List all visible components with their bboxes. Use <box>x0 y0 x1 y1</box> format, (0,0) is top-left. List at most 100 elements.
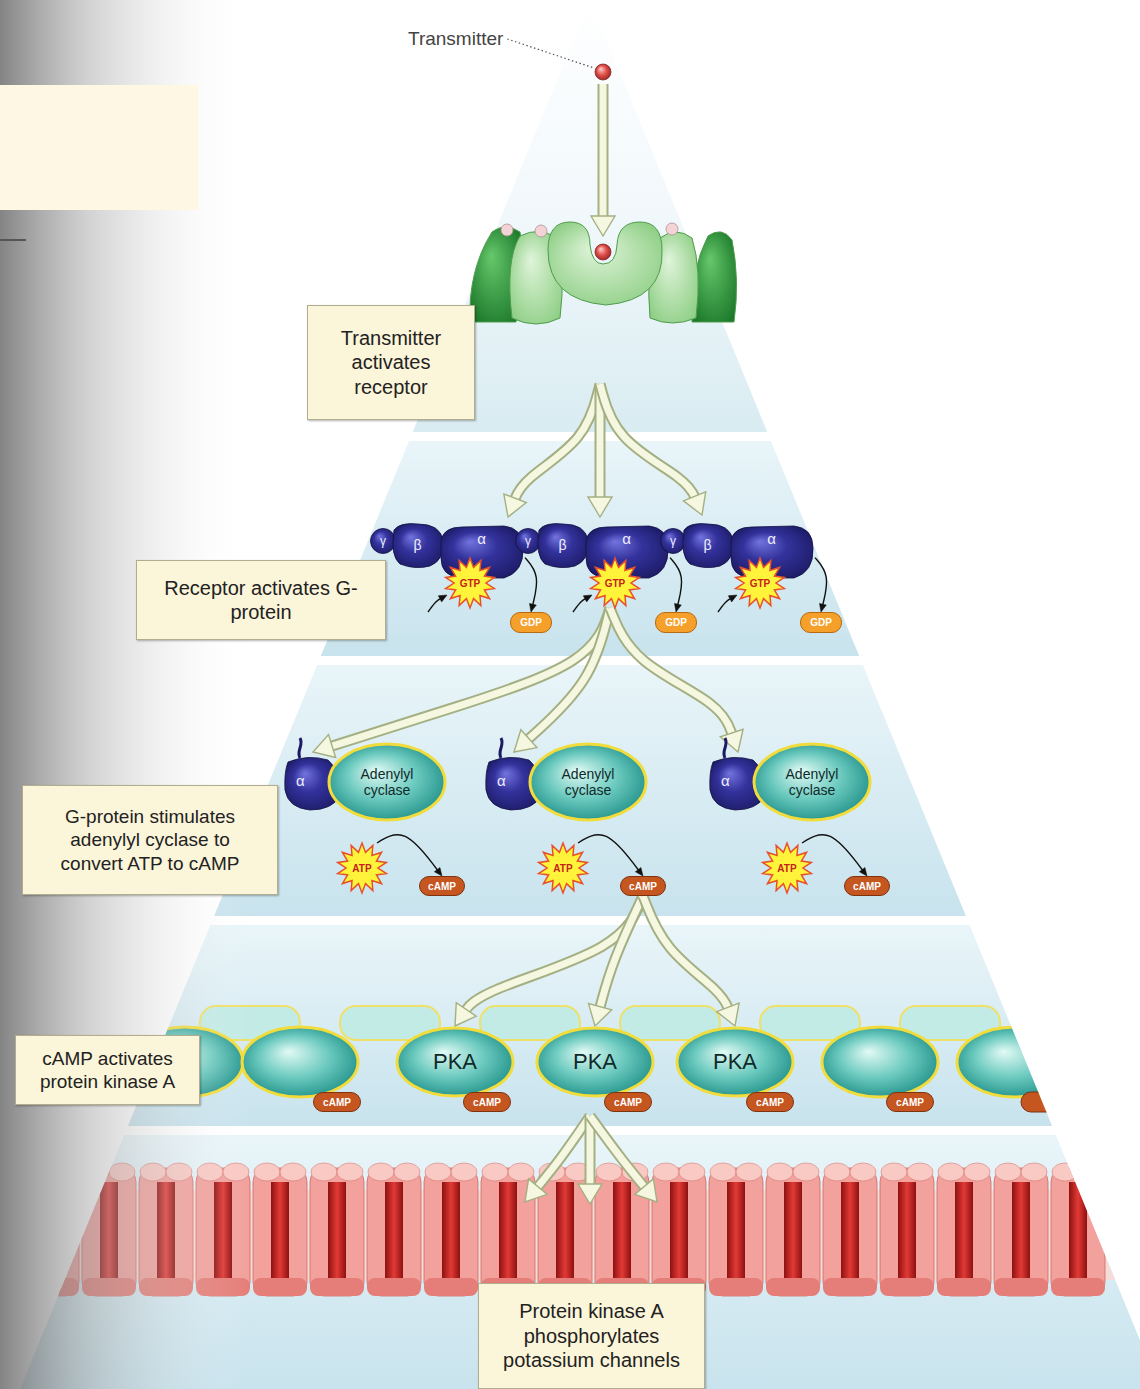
reaction-arrow <box>802 835 867 876</box>
gdp-tag: GDP <box>800 612 842 633</box>
page-gutter <box>0 0 250 1389</box>
channel-top <box>337 1163 363 1181</box>
leader-line <box>507 39 594 68</box>
arrow-outline <box>463 896 643 1014</box>
arrow-outline <box>513 384 600 503</box>
channel-pore <box>613 1182 631 1294</box>
node-label: Transmitter activates receptor <box>316 326 466 399</box>
channel-top <box>964 1163 990 1181</box>
gtp-entry-arrow <box>573 595 592 612</box>
inactive-kinase <box>1025 1006 1125 1040</box>
channel-base <box>994 1278 1048 1296</box>
arrow-outline <box>428 598 442 612</box>
channel-top <box>311 1163 337 1181</box>
potassium-channel <box>367 1163 421 1296</box>
reaction-arrow <box>377 835 442 876</box>
channel-pore <box>898 1182 916 1294</box>
channel-pore <box>1012 1182 1030 1294</box>
arrow-outline <box>802 835 863 872</box>
node-label: α <box>767 530 776 547</box>
channel-pore <box>271 1182 289 1294</box>
node-label: GTP <box>605 578 626 589</box>
channel-base <box>766 1278 820 1296</box>
arrow-body <box>463 896 643 1014</box>
node-label: ATP <box>352 863 371 874</box>
node-label: cAMP activates protein kinase A <box>25 1047 190 1093</box>
gamma-subunit: γ <box>660 528 686 554</box>
lipid-anchor <box>500 738 502 758</box>
arrow-head <box>683 492 705 515</box>
gdp-tag: GDP <box>510 612 552 633</box>
node-label: γ <box>670 534 676 548</box>
channel-body <box>652 1168 706 1296</box>
protein-kinase-a: PKA <box>675 1026 795 1098</box>
channel-pore <box>385 1182 403 1294</box>
gamma-shape <box>371 529 396 554</box>
node-label: α <box>477 530 486 547</box>
potassium-channel <box>823 1163 877 1296</box>
potassium-channel <box>424 1163 478 1296</box>
camp-tag: cAMP <box>620 876 666 896</box>
channel-top <box>938 1163 964 1181</box>
arrow-outline <box>578 835 639 872</box>
nucleotide-star: ATP <box>762 843 812 893</box>
camp-tag: cAMP <box>886 1092 934 1112</box>
arrow-head <box>514 730 537 752</box>
channel-pore <box>727 1182 745 1294</box>
node-label: cAMP <box>428 881 456 892</box>
channel-pore <box>556 1182 574 1294</box>
caption-box: Transmitter activates receptor <box>307 305 475 420</box>
channel-body <box>823 1168 877 1296</box>
channel-top <box>1021 1163 1047 1181</box>
arrow-body <box>643 896 730 1012</box>
node-label: PKA <box>713 1049 757 1074</box>
node-label: Receptor activates G-protein <box>161 576 361 625</box>
kinase-ellipse <box>957 1027 1073 1097</box>
nucleotide-star: ATP <box>337 843 387 893</box>
bound-transmitter <box>595 244 611 260</box>
arrow-head <box>589 1004 612 1026</box>
channel-top <box>995 1163 1021 1181</box>
star-shape <box>338 843 387 893</box>
channel-top <box>508 1163 534 1181</box>
channel-top <box>368 1163 394 1181</box>
ellipse-shape <box>329 744 445 820</box>
node-label: Adenylyl cyclase <box>345 766 429 798</box>
arrow-head <box>438 595 447 602</box>
ellipse-shape <box>754 744 870 820</box>
channel-pore <box>1069 1182 1087 1294</box>
empty-binding-site <box>666 223 678 235</box>
channel-base <box>424 1278 478 1296</box>
channel-body <box>253 1168 307 1296</box>
channel-base <box>709 1278 763 1296</box>
channel-pore <box>328 1182 346 1294</box>
channel-top <box>1078 1163 1104 1181</box>
node-label: ATP <box>777 863 796 874</box>
arrow-outline <box>377 835 438 872</box>
part-label: Transmitter <box>408 28 503 50</box>
potassium-channel <box>1051 1163 1105 1296</box>
arrow-outline <box>610 608 733 738</box>
channel-pore <box>499 1182 517 1294</box>
node-label: β <box>558 537 566 553</box>
channel-top <box>679 1163 705 1181</box>
star-shape <box>591 558 640 608</box>
arrow-head <box>819 603 826 612</box>
camp-tag: cAMP <box>844 876 890 896</box>
signal-arrow <box>600 384 706 515</box>
node-label: GTP <box>460 578 481 589</box>
channel-pore <box>784 1182 802 1294</box>
arrow-head <box>859 868 867 876</box>
arrow-head <box>591 216 615 236</box>
lipid-anchor <box>724 738 726 758</box>
empty-binding-site <box>501 224 513 236</box>
channel-top <box>425 1163 451 1181</box>
beta-subunit: β <box>535 520 590 570</box>
receptor <box>470 222 737 324</box>
beta-shape <box>393 524 443 568</box>
channel-top <box>767 1163 793 1181</box>
arrow-head <box>728 595 737 602</box>
node-label: GDP <box>665 617 687 628</box>
